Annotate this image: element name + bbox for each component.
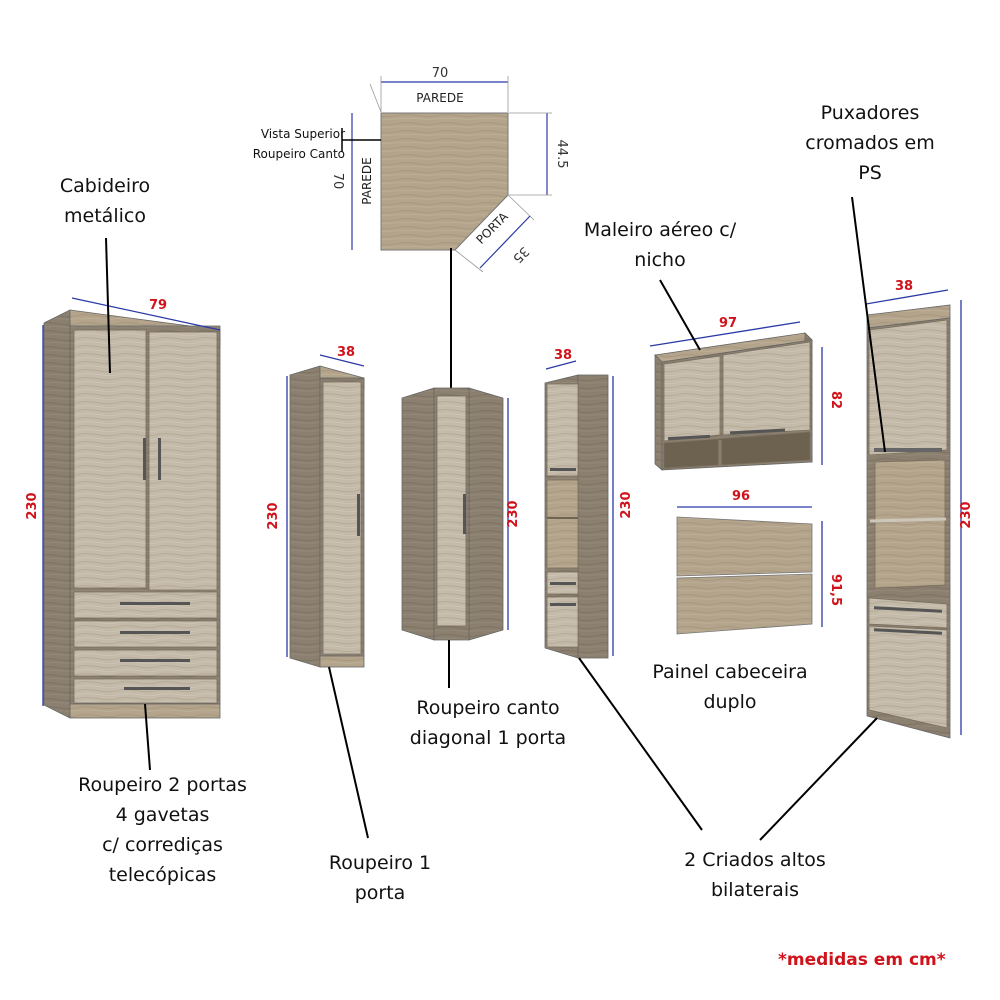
overhead-cabinet-left-door (663, 355, 721, 442)
corner-wardrobe: 230 (401, 387, 521, 688)
wardrobe-2-drawer-3 (73, 649, 218, 677)
nightstand-right-drawer (868, 597, 948, 629)
label-cabideiro: Cabideiro metálico (59, 175, 151, 227)
top-view-door-dim: 35 (509, 243, 531, 265)
nightstand-left-niche (546, 479, 579, 569)
label-criados: 2 Criados altos bilaterais (684, 849, 826, 901)
tall-nightstand-right: 38 230 (759, 196, 974, 841)
overhead-cabinet-height-label: 82 (828, 391, 843, 409)
wardrobe-2-width-line (71, 297, 221, 331)
nightstand-right-lower-door (868, 625, 948, 729)
label-roupeiro-canto: Roupeiro canto diagonal 1 porta (409, 697, 567, 749)
corner-wardrobe-height-label: 230 (506, 500, 521, 527)
headboard-upper-panel (676, 516, 813, 577)
footnote-units: *medidas em cm* (778, 950, 946, 970)
wardrobe-2-width-label: 79 (149, 298, 167, 313)
label-roupeiro-1: Roupeiro 1 porta (328, 852, 432, 904)
label-painel: Painel cabeceira duplo (652, 661, 808, 713)
wardrobe-2-drawer-4 (73, 678, 218, 704)
nightstand-left-height-label: 230 (619, 491, 634, 518)
headboard-lower-panel (676, 573, 813, 635)
nightstand-left-width-label: 38 (554, 348, 572, 363)
label-maleiro: Maleiro aéreo c/ nicho (583, 219, 737, 271)
wardrobe-2-height-label: 230 (25, 492, 40, 519)
headboard-width-label: 96 (732, 489, 750, 504)
top-view-caption: Vista Superior Roupeiro Canto (252, 127, 345, 161)
overhead-cabinet: 97 82 (649, 279, 843, 471)
top-view-right-label: 44.5 (554, 140, 569, 169)
nightstand-left-upper-door (546, 383, 579, 477)
corner-wardrobe-door (436, 395, 467, 627)
wardrobe-2-doors: 79 230 (25, 237, 221, 771)
nightstand-left-width-line (545, 360, 577, 370)
top-view-width-label: 70 (432, 66, 449, 81)
nightstand-right-niche (874, 459, 946, 589)
wardrobe-1-door: 38 230 (266, 345, 369, 839)
wardrobe-1-width-label: 38 (337, 345, 355, 360)
top-view-wall-left: PAREDE (360, 157, 374, 204)
nightstand-right-width-line (865, 289, 949, 305)
top-view-wall-top: PAREDE (416, 91, 463, 105)
nightstand-right-upper-door (868, 319, 948, 456)
label-roupeiro-2: Roupeiro 2 portas 4 gavetas c/ corrediça… (78, 774, 247, 886)
overhead-cabinet-right-door (722, 341, 811, 436)
wardrobe-1-height-label: 230 (266, 502, 281, 529)
label-puxadores: Puxadores cromados em PS (805, 102, 935, 184)
headboard-panel: 96 91,5 (676, 489, 843, 635)
top-view-shape (380, 112, 509, 251)
overhead-cabinet-width-label: 97 (719, 316, 737, 331)
overhead-cabinet-niche (663, 431, 811, 469)
headboard-height-label: 91,5 (828, 574, 843, 606)
nightstand-right-height-label: 230 (959, 501, 974, 528)
nightstand-right-width-label: 38 (895, 279, 913, 294)
wardrobe-1-door-panel (322, 381, 362, 655)
overhead-cabinet-width-line (649, 321, 801, 347)
top-view-depth-label: 70 (330, 173, 345, 190)
wardrobe-1-width-line (319, 354, 365, 367)
top-view-corner-wardrobe: 70 PAREDE 70 PAREDE 44.5 PORTA 35 (330, 66, 569, 390)
tall-nightstand-left: 38 230 (544, 348, 703, 831)
top-view-door-line (479, 215, 531, 269)
